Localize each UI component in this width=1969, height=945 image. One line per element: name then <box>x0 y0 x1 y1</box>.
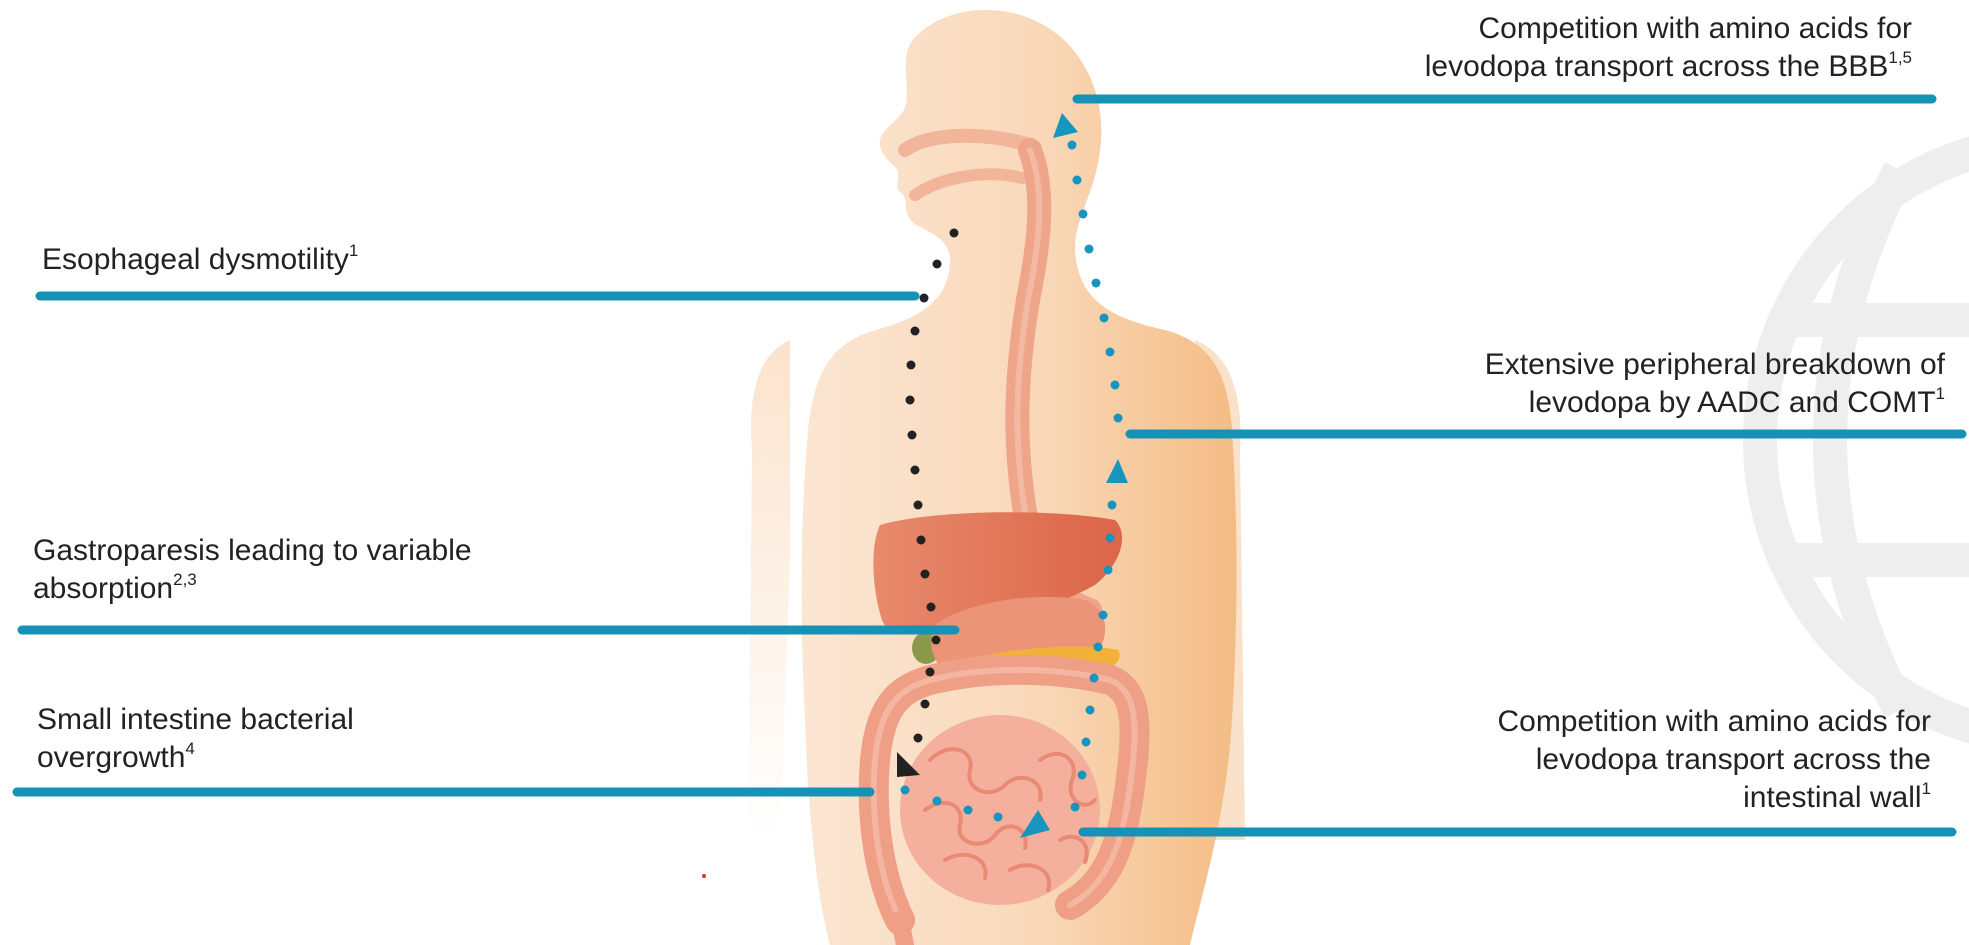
label-peripheral-line-1: Extensive peripheral breakdown of <box>1485 346 1945 384</box>
label-esophageal-ref: 1 <box>349 241 358 260</box>
red-speck <box>702 874 706 878</box>
label-peripheral-line-2: levodopa by AADC and COMT <box>1529 386 1936 419</box>
label-peripheral: Extensive peripheral breakdown of levodo… <box>1485 346 1945 422</box>
label-peripheral-ref: 1 <box>1936 384 1945 403</box>
label-bbb-ref: 1,5 <box>1888 48 1912 67</box>
label-gastroparesis-line-1: Gastroparesis leading to variable <box>33 532 472 570</box>
label-intestinal-line-2: levodopa transport across the <box>1497 741 1931 779</box>
label-bbb: Competition with amino acids for levodop… <box>1425 10 1912 86</box>
label-bbb-line-2: levodopa transport across the BBB <box>1425 50 1889 83</box>
label-gastroparesis-ref: 2,3 <box>173 570 197 589</box>
label-intestinal-line-3: intestinal wall <box>1743 781 1921 814</box>
label-sibo-line-2: overgrowth <box>37 741 185 774</box>
left-arm <box>748 340 790 840</box>
label-sibo-ref: 4 <box>185 739 194 758</box>
label-esophageal: Esophageal dysmotility1 <box>42 241 358 279</box>
label-sibo-line-1: Small intestine bacterial <box>37 701 354 739</box>
label-gastroparesis-line-2: absorption <box>33 572 173 605</box>
watermark-globe <box>1760 140 1969 740</box>
label-gastroparesis: Gastroparesis leading to variable absorp… <box>33 532 472 608</box>
rectum <box>900 920 905 945</box>
label-intestinal-line-1: Competition with amino acids for <box>1497 703 1931 741</box>
label-esophageal-text: Esophageal dysmotility <box>42 243 349 276</box>
label-sibo: Small intestine bacterial overgrowth4 <box>37 701 354 777</box>
label-bbb-line-1: Competition with amino acids for <box>1425 10 1912 48</box>
label-intestinal-ref: 1 <box>1922 779 1931 798</box>
label-intestinal: Competition with amino acids for levodop… <box>1497 703 1931 817</box>
small-intestine <box>900 715 1100 905</box>
